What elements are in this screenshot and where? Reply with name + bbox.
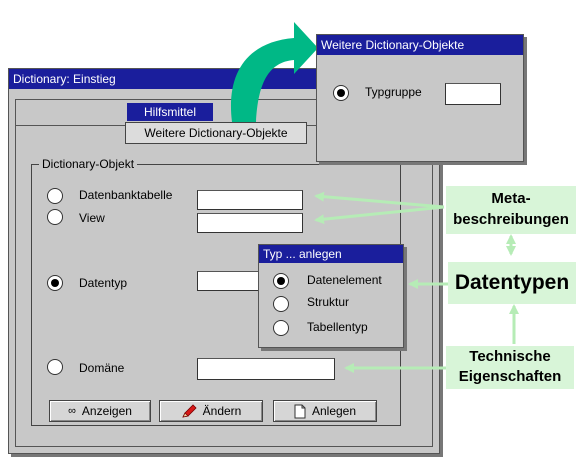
typ-anlegen-titlebar: Typ ... anlegen: [259, 245, 403, 263]
main-window-title: Dictionary: Einstieg: [13, 72, 116, 86]
anlegen-button-label: Anlegen: [311, 404, 357, 418]
label-datenelement: Datenelement: [307, 273, 382, 287]
aendern-button-label: Ändern: [202, 404, 242, 418]
weitere-window-title: Weitere Dictionary-Objekte: [321, 38, 465, 52]
label-view: View: [79, 211, 105, 225]
dictionary-objekt-group-title: Dictionary-Objekt: [39, 157, 138, 171]
menu-hilfsmittel-label: Hilfsmittel: [143, 105, 196, 119]
curved-arrow-icon: [230, 22, 318, 122]
arrow-meta-to-datenbanktabelle: [314, 191, 445, 209]
radio-typgruppe[interactable]: [333, 85, 349, 101]
callout-metabeschreibungen: Meta- beschreibungen: [446, 186, 576, 234]
callout-technische-eigenschaften: Technische Eigenschaften: [446, 346, 574, 389]
view-input[interactable]: [197, 213, 303, 233]
menu-hilfsmittel[interactable]: Hilfsmittel: [127, 103, 213, 121]
callout-meta-line1: Meta-: [491, 190, 531, 207]
label-datenbanktabelle: Datenbanktabelle: [79, 188, 173, 202]
datenbanktabelle-input[interactable]: [197, 190, 303, 210]
weitere-dictionary-objekte-window: Weitere Dictionary-Objekte Typgruppe: [316, 34, 524, 162]
label-domaene: Domäne: [79, 361, 125, 375]
typ-anlegen-title: Typ ... anlegen: [263, 247, 342, 261]
callout-tech-line2: Eigenschaften: [458, 368, 562, 385]
arrow-meta-to-view: [314, 205, 445, 225]
typ-anlegen-popup: Typ ... anlegen Datenelement Struktur Ta…: [258, 244, 404, 348]
menu-item-weitere-dictionary-objekte[interactable]: Weitere Dictionary-Objekte: [125, 122, 307, 144]
label-typgruppe: Typgruppe: [365, 85, 422, 99]
label-tabellentyp: Tabellentyp: [307, 320, 368, 334]
new-document-icon: [294, 404, 306, 418]
callout-tech-line1: Technische: [469, 348, 551, 365]
pencil-icon: [181, 404, 197, 418]
anzeigen-button[interactable]: ∞ Anzeigen: [49, 400, 151, 422]
typgruppe-input[interactable]: [445, 83, 501, 105]
aendern-button[interactable]: Ändern: [159, 400, 263, 422]
callout-datentypen-label: Datentypen: [454, 271, 570, 294]
main-window-inner-frame: [15, 99, 433, 447]
label-struktur: Struktur: [307, 295, 350, 309]
radio-struktur[interactable]: [273, 296, 289, 312]
weitere-window-titlebar: Weitere Dictionary-Objekte: [317, 35, 523, 55]
callout-datentypen: Datentypen: [448, 262, 576, 304]
radio-view[interactable]: [47, 209, 63, 225]
anlegen-button[interactable]: Anlegen: [273, 400, 377, 422]
anzeigen-button-label: Anzeigen: [81, 404, 132, 418]
radio-datenbanktabelle[interactable]: [47, 188, 63, 204]
glasses-icon: ∞: [68, 405, 76, 417]
callout-meta-line2: beschreibungen: [453, 211, 569, 228]
menu-item-weitere-label: Weitere Dictionary-Objekte: [144, 126, 288, 140]
radio-tabellentyp[interactable]: [273, 320, 289, 336]
domaene-input[interactable]: [197, 358, 335, 380]
radio-datenelement[interactable]: [273, 273, 289, 289]
label-datentyp: Datentyp: [79, 276, 128, 290]
radio-datentyp[interactable]: [47, 275, 63, 291]
radio-domaene[interactable]: [47, 359, 63, 375]
